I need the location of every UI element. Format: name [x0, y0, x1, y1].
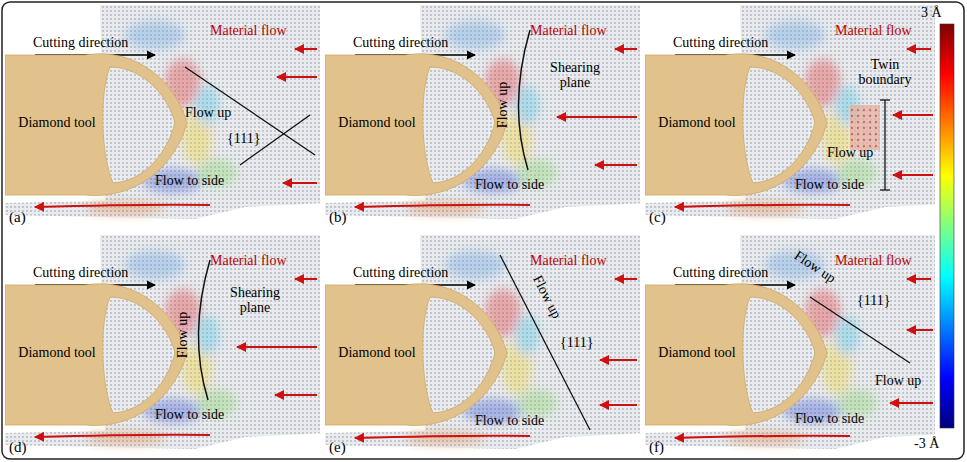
- annotation: Shearing plane: [543, 60, 607, 91]
- flow-label: Material flow: [835, 253, 912, 268]
- flow-label: Material flow: [210, 253, 287, 268]
- panel-letter: (d): [9, 439, 27, 456]
- panel-letter: (a): [9, 209, 26, 226]
- colorbar-tick: -3 Å: [914, 436, 939, 451]
- annotation: Flow up: [875, 373, 921, 388]
- panel-letter: (f): [649, 439, 664, 456]
- panel-d-illustration: [5, 235, 325, 449]
- annotation: Flow to side: [475, 413, 544, 428]
- colorbar-tick: 3 Å: [921, 5, 942, 20]
- panel-letter: (c): [649, 209, 666, 226]
- color-bar: [940, 24, 954, 428]
- tool-label: Diamond tool: [338, 345, 415, 361]
- annotation: Flow to side: [475, 177, 544, 192]
- tool-label: Diamond tool: [18, 345, 95, 361]
- annotation: Flow up: [175, 312, 190, 358]
- direction-label: Cutting direction: [33, 35, 128, 50]
- panel-f-illustration: [645, 235, 965, 449]
- tool-label: Diamond tool: [658, 345, 735, 361]
- flow-label: Material flow: [530, 23, 607, 38]
- annotation: Shearing plane: [223, 285, 287, 316]
- annotation: {111}: [857, 293, 890, 308]
- annotation: Flow to side: [795, 177, 864, 192]
- panel-a-illustration: [5, 5, 325, 219]
- panel-letter: (b): [329, 209, 347, 226]
- annotation: Twin boundary: [853, 57, 917, 88]
- direction-label: Cutting direction: [33, 265, 128, 280]
- diamond-tool: Diamond tool: [325, 275, 511, 435]
- annotation: Flow up: [495, 82, 510, 128]
- direction-label: Cutting direction: [673, 265, 768, 280]
- annotation: Flow up: [185, 105, 231, 120]
- annotation: Flow to side: [795, 411, 864, 426]
- direction-label: Cutting direction: [353, 35, 448, 50]
- direction-label: Cutting direction: [673, 35, 768, 50]
- annotation: Flow up: [827, 145, 873, 160]
- annotation: Flow to side: [155, 173, 224, 188]
- tool-label: Diamond tool: [18, 115, 95, 131]
- panel-c-illustration: [645, 5, 965, 219]
- tool-label: Diamond tool: [658, 115, 735, 131]
- panel-e-illustration: [325, 235, 645, 449]
- flow-label: Material flow: [210, 23, 287, 38]
- panel-b-illustration: [325, 5, 645, 219]
- annotation: Flow to side: [155, 407, 224, 422]
- tool-label: Diamond tool: [338, 115, 415, 131]
- flow-label: Material flow: [530, 253, 607, 268]
- annotation: {111}: [227, 131, 260, 146]
- panel-letter: (e): [329, 439, 346, 456]
- direction-label: Cutting direction: [353, 265, 448, 280]
- annotation: {111}: [560, 335, 593, 350]
- flow-label: Material flow: [835, 23, 912, 38]
